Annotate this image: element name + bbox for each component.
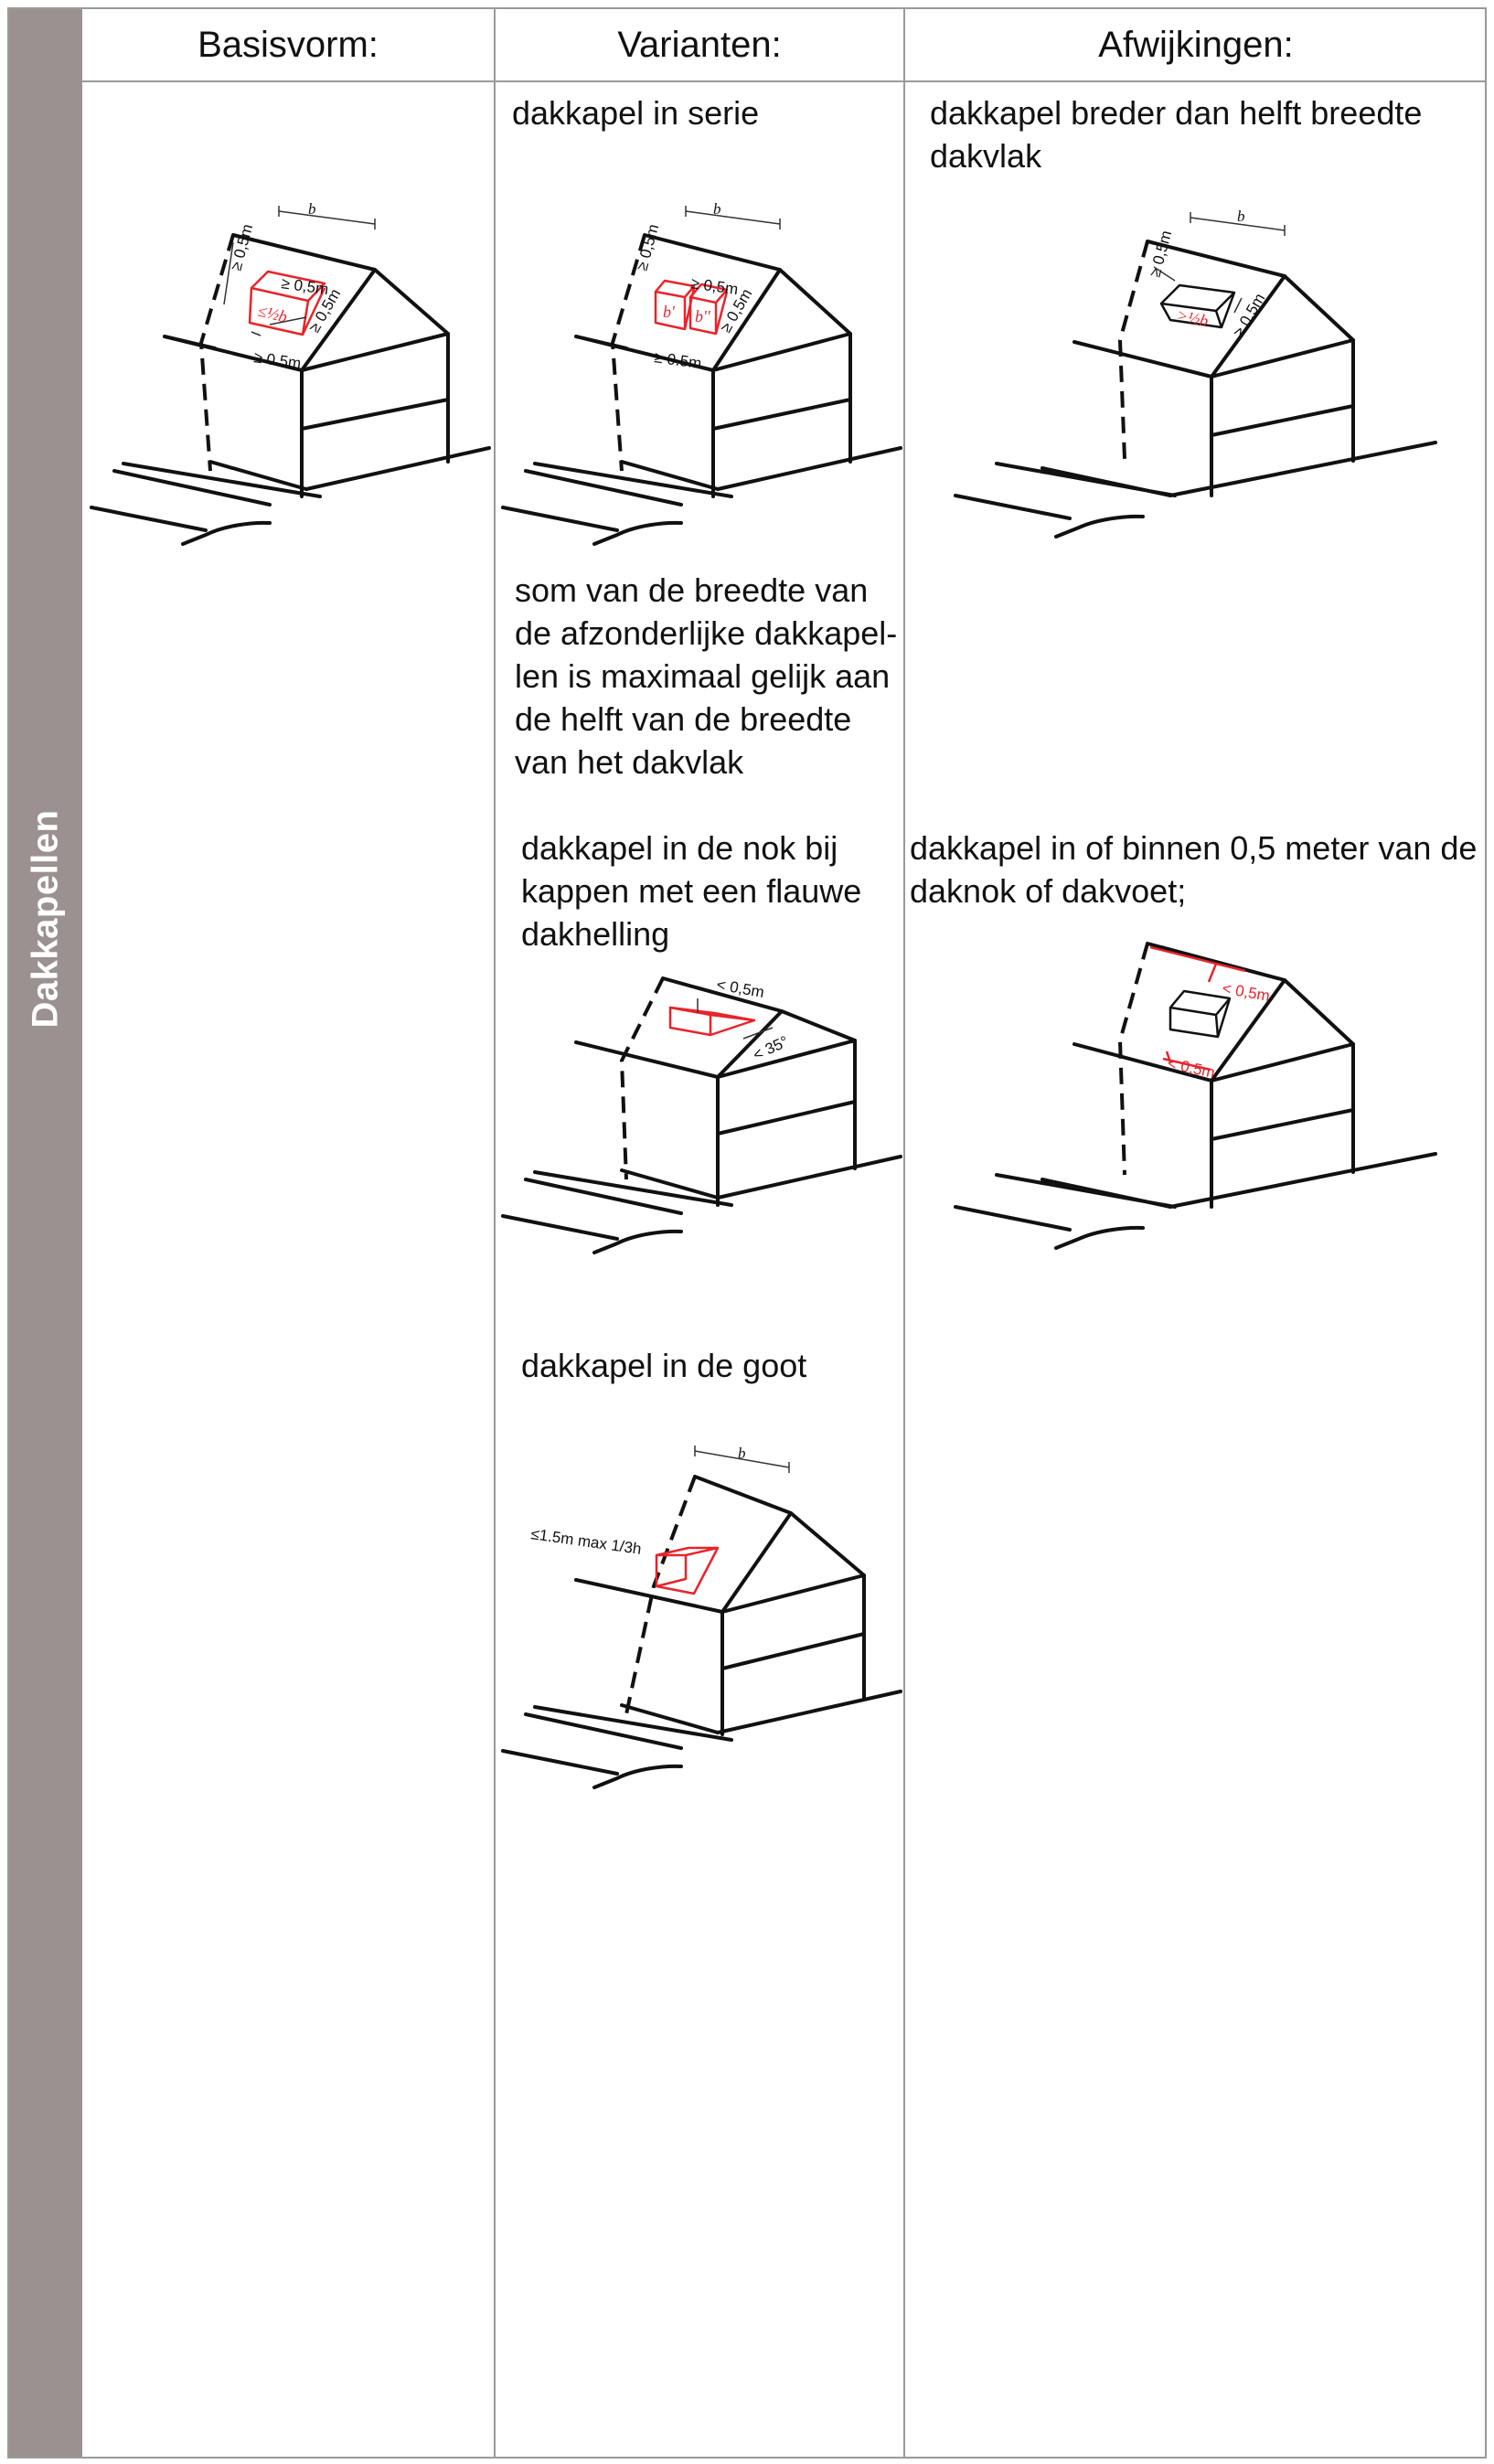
caption-breder: dakkapel breder dan helft breedte dakvla… [930,91,1422,177]
dim-label-top: ≥ 0,5m [1147,229,1176,279]
dim-label-top: ≥ 0,5m [228,222,257,272]
caption-line: dakkapel in de nok bij [521,829,838,867]
dim-label-b: b [713,200,721,218]
dim-label-top: ≥ 0,5m [634,222,663,272]
table-frame [7,7,1487,2459]
column-header-afwijkingen: Afwijkingen: [1098,24,1294,65]
column-header-varianten: Varianten: [617,24,782,65]
dim-label-bottom: < 0,5m [1166,1054,1216,1081]
note-line: de helft van de breedte [515,700,852,738]
caption-line: kappen met een flauwe [521,872,862,910]
note-line: som van de breedte van [515,571,869,609]
dormer-label: ≤½b [256,301,289,325]
column-divider [903,9,905,2457]
dim-label-b: b [308,200,316,218]
dim-label-nok: < 0,5m [715,976,765,1001]
house-diagram-basisvorm: b ≥ 0,5m ≥ 0,5m ≥ 0,5m ≥ 0.5m ≤½b [87,197,491,553]
caption-serie: dakkapel in serie [512,94,760,132]
caption-line: dakkapel in of binnen 0,5 meter van de [910,829,1478,867]
house-diagram-nok-voet: < 0,5m < 0,5m [951,933,1445,1271]
caption-nok-voet: dakkapel in of binnen 0,5 meter van de d… [910,827,1477,912]
caption-line: dakhelling [521,915,670,953]
column-divider [494,9,496,2457]
house-diagram-breder: b ≥ 0,5m ≥ 0,5m >½b [951,203,1445,550]
caption-goot: dakkapel in de goot [521,1347,807,1384]
row-header-label: Dakkapellen [25,809,66,1029]
dim-label-b: b [738,1445,746,1462]
house-diagram-goot: b ≤1.5m max 1/3h [498,1440,902,1789]
column-header-basisvorm: Basisvorm: [197,24,379,65]
caption-line: dakkapel breder dan helft breedte [930,94,1423,132]
dormer-label: b' [663,303,676,321]
header-divider [82,80,1487,82]
note-serie: som van de breedte van de afzonderlijke … [515,569,897,784]
dim-label-bottom: ≥ 0.5m [252,348,302,372]
house-diagram-nok: < 0,5m < 35° [498,960,902,1262]
house-diagram-serie: b ≥ 0,5m ≥ 0,5m ≥ 0,5m ≥ 0.5m b' b'' [498,197,902,553]
dim-label-side: ≥ 0,5m [689,274,739,298]
dim-label-bottom: ≥ 0.5m [653,348,702,372]
caption-line: daknok of dakvoet; [910,872,1187,910]
note-line: van het dakvlak [515,743,744,781]
note-line: de afzonderlijke dakkapel- [515,614,898,652]
note-line: len is maximaal gelijk aan [515,657,891,695]
dim-label-side: ≥ 0,5m [1230,291,1268,340]
row-header [9,9,82,2457]
caption-nok: dakkapel in de nok bij kappen met een fl… [521,827,861,955]
dim-label-height: ≤1.5m max 1/3h [529,1525,642,1558]
dim-label-b: b [1237,208,1245,225]
dormer-label: b'' [695,307,711,325]
dim-label-side: ≥ 0,5m [280,274,329,298]
caption-line: dakvlak [930,137,1042,175]
